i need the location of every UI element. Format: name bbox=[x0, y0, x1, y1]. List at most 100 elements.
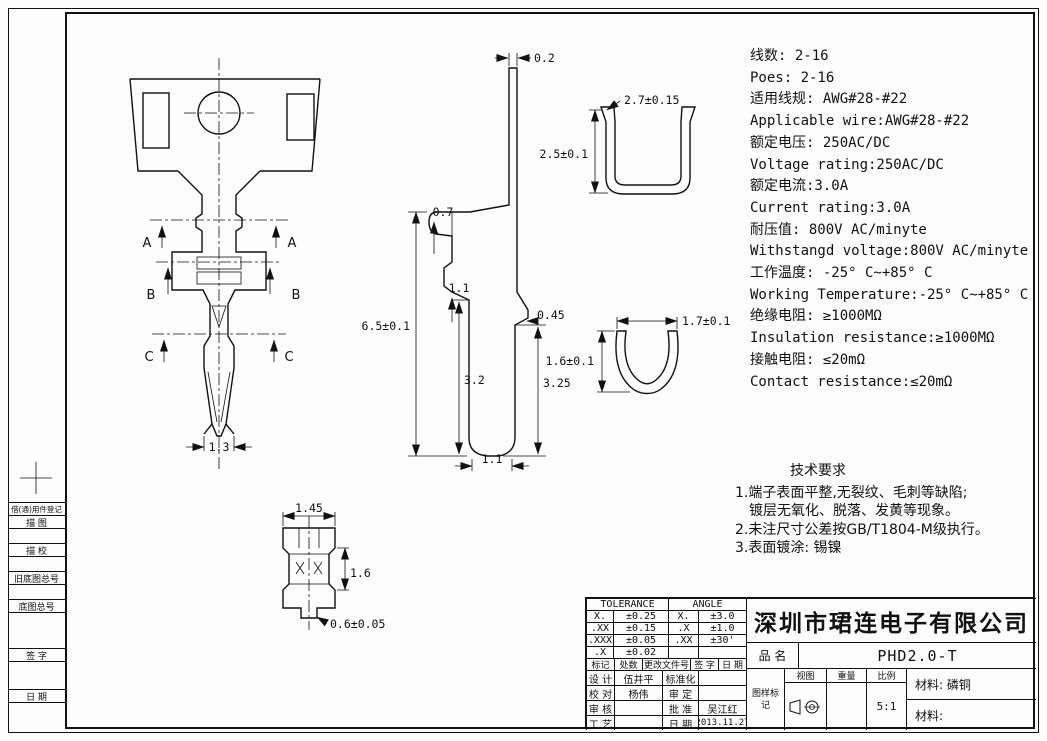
drawing-mark-line1: 图样标 bbox=[751, 688, 779, 699]
tolerance-cell: X. bbox=[586, 610, 613, 622]
section-c-label-right: C bbox=[284, 350, 293, 365]
terminal-body-left-outline bbox=[171, 170, 227, 437]
bottom-view-crimp-marks bbox=[295, 561, 323, 575]
crimp-serration-upper bbox=[196, 256, 242, 270]
u-section-small: 1.7±0.1 1.6±0.1 bbox=[546, 314, 731, 395]
approve-name bbox=[698, 685, 746, 700]
rev-col-doc: 更改文件号 bbox=[642, 658, 690, 670]
margin-blank bbox=[8, 585, 65, 600]
margin-blank bbox=[8, 557, 65, 572]
tolerance-cell: .XXX bbox=[586, 634, 613, 646]
dim-u2-width: 1.7±0.1 bbox=[682, 314, 731, 328]
dim-u2-height: 1.6±0.1 bbox=[546, 354, 595, 368]
process-name bbox=[614, 715, 662, 730]
u-section-small-outline bbox=[615, 330, 679, 395]
dim-u1-height-ext bbox=[589, 109, 608, 194]
carrier-window-right bbox=[286, 93, 315, 141]
outer-border bbox=[8, 8, 1039, 733]
dim-side-tip: 0.2 bbox=[534, 51, 555, 65]
scale-col-header: 比例 bbox=[866, 668, 906, 682]
spec-list: 线数: 2-16 Poes: 2-16 适用线规: AWG#28-#22 App… bbox=[750, 46, 1038, 393]
dim-side-gap: 1.1 bbox=[449, 281, 470, 295]
u-section-large-outline bbox=[600, 106, 696, 195]
bottom-view-fold-lines bbox=[289, 528, 329, 585]
terminal-body-right-outline bbox=[225, 170, 267, 435]
proof-name: 杨伟 bbox=[614, 685, 662, 700]
spec-line: Working Temperature:-25° C~+85° C bbox=[750, 286, 1029, 303]
dim-side-total: 6.5±0.1 bbox=[362, 319, 411, 333]
dim-side-h2-ext bbox=[503, 324, 546, 457]
dim-u1-width: 2.7±0.15 bbox=[624, 93, 679, 107]
approve-label: 审 定 bbox=[662, 685, 698, 700]
tolerance-cell: ±3.0 bbox=[698, 610, 746, 622]
lance-detail bbox=[211, 305, 227, 329]
projection-symbol-cell bbox=[784, 682, 826, 730]
spec-line: 额定电流:3.0A bbox=[750, 178, 849, 195]
ratify-name: 吴江红 bbox=[698, 700, 746, 715]
dim-bv-stem-leader bbox=[316, 616, 329, 627]
dim-side-h2: 3.25 bbox=[543, 376, 571, 390]
date-value: 2013.11.27 bbox=[698, 715, 746, 730]
section-b-label-right: B bbox=[292, 288, 301, 303]
rev-col-mark: 标记 bbox=[586, 658, 614, 670]
standard-label: 标准化 bbox=[662, 670, 698, 685]
dim-side-total-ext bbox=[408, 211, 467, 457]
ratify-label: 批 准 bbox=[662, 700, 698, 715]
dim-bv-height-ext bbox=[337, 547, 349, 591]
tech-requirements-title: 技术要求 bbox=[790, 463, 846, 479]
tolerance-cell: ±0.25 bbox=[613, 610, 668, 622]
tolerance-cell: ±0.05 bbox=[613, 634, 668, 646]
dim-u1-width-leader bbox=[606, 100, 621, 111]
title-block: TOLERANCE ANGLE X. ±0.25 X. ±3.0 .XX ±0.… bbox=[585, 597, 1036, 730]
tech-requirement-item: 2.未注尺寸公差按GB/T1804-M级执行。 bbox=[735, 521, 989, 538]
company-name: 深圳市珺连电子有限公司 bbox=[746, 598, 1036, 642]
carrier-pilot-hole bbox=[197, 91, 241, 135]
rev-col-sign: 签 字 bbox=[690, 658, 718, 670]
tolerance-cell: ±1.0 bbox=[698, 622, 746, 634]
part-name-label: 品 名 bbox=[746, 642, 798, 668]
tolerance-header: TOLERANCE bbox=[586, 598, 668, 610]
inner-border bbox=[65, 12, 1035, 729]
weight-col-header: 重量 bbox=[826, 668, 866, 682]
dim-side-tip-ext bbox=[508, 53, 518, 66]
angle-header: ANGLE bbox=[668, 598, 746, 610]
drawing-mark-label: 图样标 记 bbox=[746, 668, 784, 730]
part-name: PHD2.0-T bbox=[798, 642, 1036, 668]
contact-beam-lines bbox=[207, 371, 231, 423]
spec-line: 耐压值: 800V AC/minyte bbox=[750, 221, 927, 238]
spec-line: Insulation resistance:≥1000MΩ bbox=[750, 330, 995, 347]
margin-label-old-master: 旧底图总号 bbox=[8, 572, 65, 585]
registration-cross bbox=[20, 462, 52, 494]
section-a-label-left: A bbox=[143, 236, 152, 251]
dim-side-lance: 0.45 bbox=[537, 308, 565, 322]
dim-bv-stem: 0.6±0.05 bbox=[330, 617, 385, 631]
date-label: 日 期 bbox=[662, 715, 698, 730]
carrier-window-left bbox=[142, 92, 170, 149]
spec-line: 接触电阻: ≤20mΩ bbox=[750, 351, 866, 368]
drawing-mark-line2: 记 bbox=[760, 700, 770, 711]
rev-col-count: 处数 bbox=[614, 658, 642, 670]
process-label: 工 艺 bbox=[586, 715, 614, 730]
tech-requirement-item: 镀层无氧化、脱落、发黄等现象。 bbox=[749, 503, 959, 519]
crimp-serration-lower bbox=[196, 271, 242, 285]
dim-front-width: 1.3 bbox=[209, 440, 230, 454]
section-b-label-left: B bbox=[147, 288, 156, 303]
tolerance-cell: .X bbox=[668, 622, 698, 634]
dim-side-step: 0.7 bbox=[433, 205, 454, 219]
spec-line: 工作温度: -25° C~+85° C bbox=[750, 265, 933, 282]
margin-label-check: 描 校 bbox=[8, 544, 65, 557]
section-c-label-left: C bbox=[144, 350, 153, 365]
audit-name bbox=[614, 700, 662, 715]
designer-name: 伍井平 bbox=[614, 670, 662, 685]
margin-blank bbox=[8, 529, 65, 544]
weight-value-cell bbox=[826, 682, 866, 730]
tech-requirement-item: 3.表面镀涂: 锡镍 bbox=[735, 540, 842, 556]
tech-requirements: 技术要求 1.端子表面平整,无裂纹、毛刺等缺陷; 镀层无氧化、脱落、发黄等现象。… bbox=[735, 462, 1035, 558]
u-section-large: 2.7±0.15 2.5±0.1 bbox=[540, 93, 696, 195]
bottom-view: 1.45 1.6 0.6±0.05 bbox=[282, 501, 385, 631]
spec-line: 线数: 2-16 bbox=[750, 48, 829, 64]
spec-line: Voltage rating:250AC/DC bbox=[750, 156, 944, 173]
dim-u2-width-ext bbox=[616, 317, 678, 329]
standard-name bbox=[698, 670, 746, 685]
